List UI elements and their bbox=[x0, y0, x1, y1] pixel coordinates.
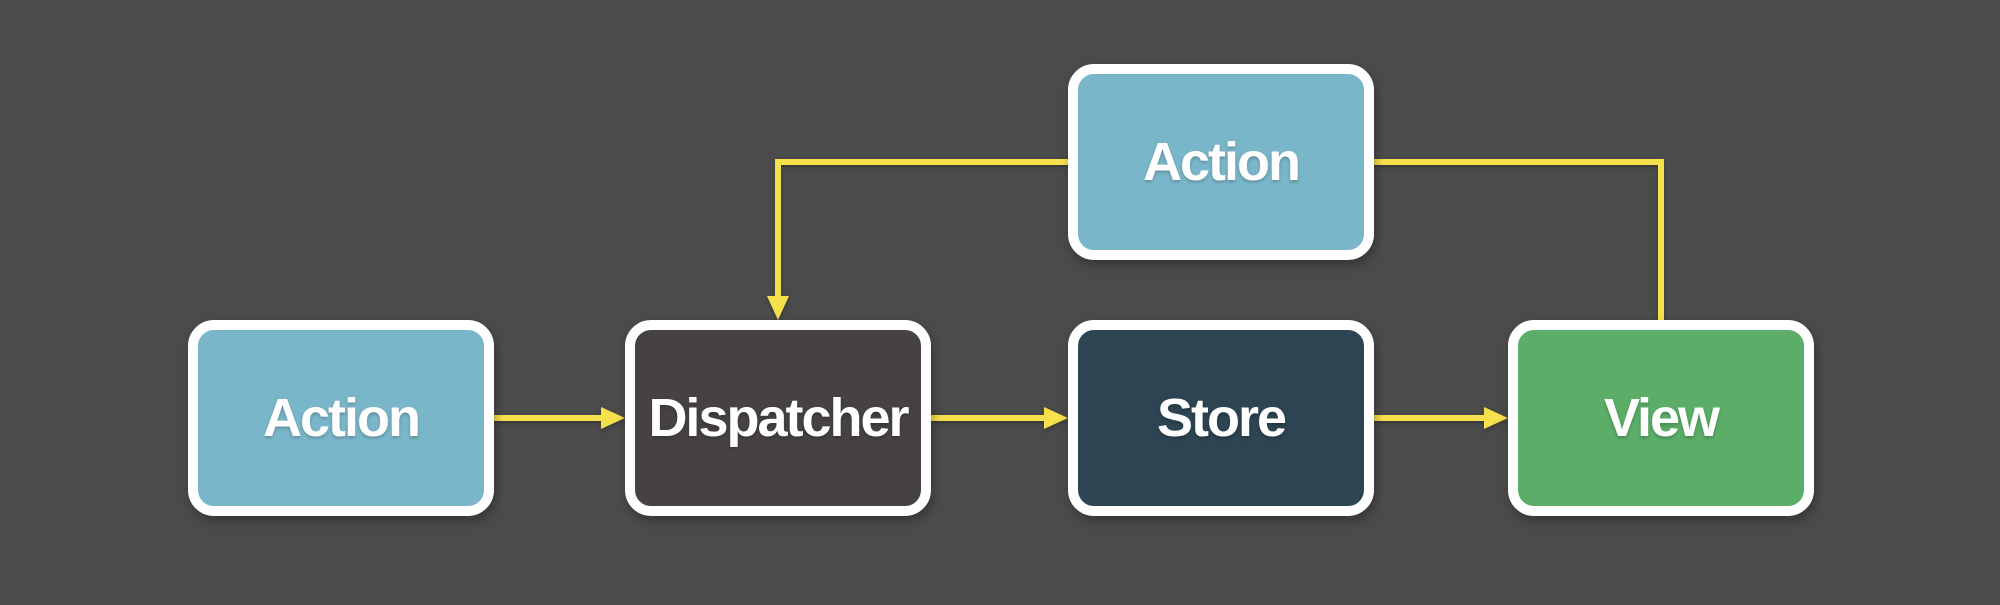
edge-action-top-to-dispatcher bbox=[775, 159, 1068, 296]
node-view-label: View bbox=[1603, 388, 1720, 448]
node-store-label: Store bbox=[1156, 388, 1287, 448]
node-dispatcher-label: Dispatcher bbox=[648, 388, 909, 448]
arrowhead-icon-down-into-dispatcher bbox=[767, 296, 789, 320]
node-dispatcher: Dispatcher bbox=[625, 320, 931, 516]
node-view: View bbox=[1508, 320, 1814, 516]
node-action-left-label: Action bbox=[263, 388, 421, 448]
node-action-top-label: Action bbox=[1143, 132, 1301, 192]
node-action-top: Action bbox=[1068, 64, 1374, 260]
arrowhead-icon-into-store bbox=[1044, 407, 1068, 429]
arrowhead-icon-into-dispatcher bbox=[601, 407, 625, 429]
node-action-left: Action bbox=[188, 320, 494, 516]
node-store: Store bbox=[1068, 320, 1374, 516]
edge-view-to-action-top bbox=[1374, 159, 1664, 320]
arrowhead-icon-into-view bbox=[1484, 407, 1508, 429]
